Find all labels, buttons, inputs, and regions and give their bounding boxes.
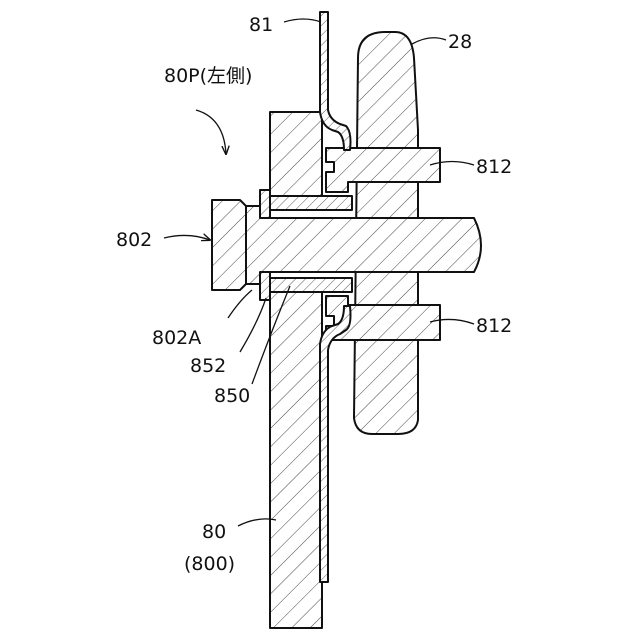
label-80: 80 bbox=[202, 521, 226, 543]
label-81: 81 bbox=[249, 14, 273, 36]
leader-802a bbox=[228, 290, 252, 318]
label-802a: 802A bbox=[152, 327, 201, 349]
label-850: 850 bbox=[214, 385, 250, 407]
sleeve-850-upper bbox=[270, 196, 352, 210]
plate-81 bbox=[320, 12, 351, 150]
washer-852-lower bbox=[260, 272, 270, 300]
leader-852 bbox=[240, 298, 266, 352]
label-28: 28 bbox=[448, 31, 472, 53]
label-800: (800) bbox=[184, 553, 235, 575]
label-812-lower: 812 bbox=[476, 315, 512, 337]
washer-852-upper bbox=[260, 190, 270, 218]
leader-28 bbox=[412, 38, 446, 44]
label-802: 802 bbox=[116, 229, 152, 251]
plate-81-lower bbox=[320, 306, 351, 582]
label-852: 852 bbox=[190, 355, 226, 377]
leader-81 bbox=[284, 19, 321, 22]
leader-802 bbox=[164, 235, 210, 240]
plate-80 bbox=[270, 112, 322, 628]
sleeve-850-lower bbox=[270, 278, 352, 292]
label-812-upper: 812 bbox=[476, 156, 512, 178]
label-80p: 80P(左側) bbox=[164, 65, 252, 87]
bolt-802 bbox=[212, 200, 481, 290]
leader-80p bbox=[196, 110, 226, 154]
